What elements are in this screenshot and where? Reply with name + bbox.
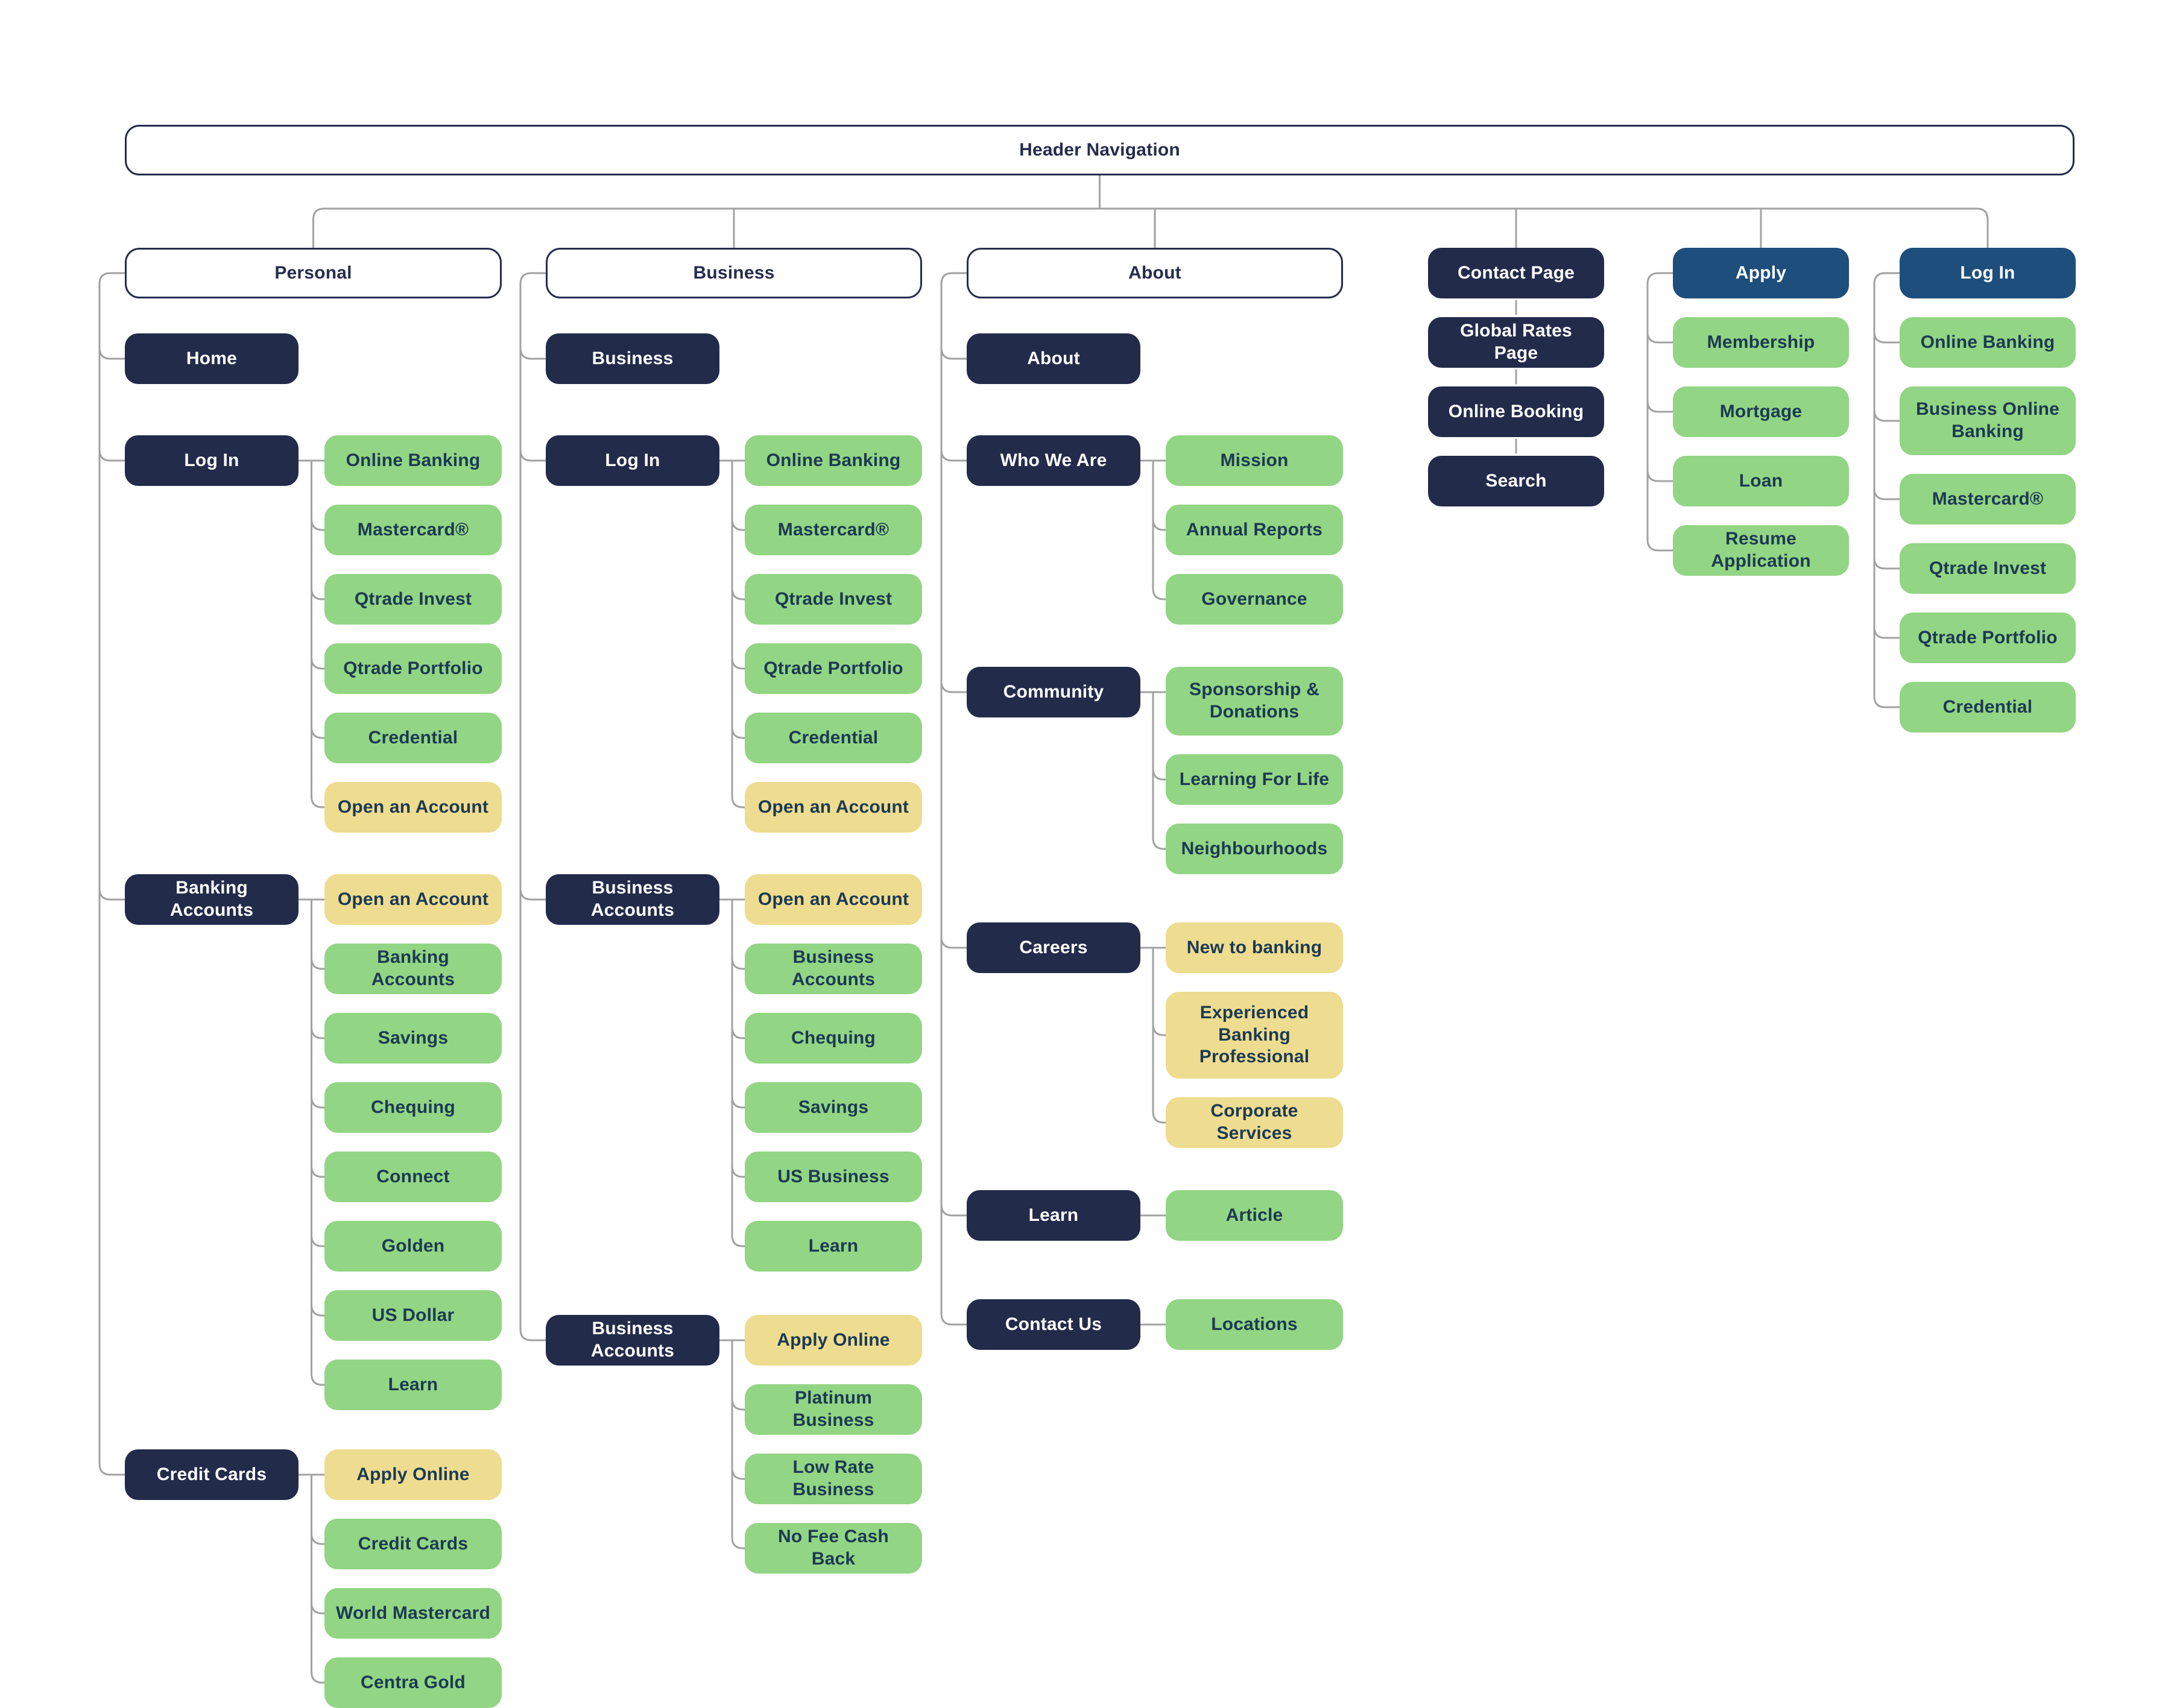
node-banking-accounts[interactable]: Banking Accounts (125, 874, 299, 925)
node-mastercard[interactable]: Mastercard® (324, 505, 502, 555)
node-mission[interactable]: Mission (1166, 435, 1343, 486)
node-who-we-are[interactable]: Who We Are (967, 435, 1140, 486)
node-qtrade-invest[interactable]: Qtrade Invest (1900, 543, 2076, 594)
node-banking-accounts[interactable]: Banking Accounts (324, 944, 502, 994)
node-qtrade-invest[interactable]: Qtrade Invest (324, 574, 502, 625)
node-world-mastercard[interactable]: World Mastercard (324, 1588, 502, 1639)
node-qtrade-portfolio[interactable]: Qtrade Portfolio (324, 643, 502, 694)
node-header-navigation[interactable]: Header Navigation (125, 125, 2075, 175)
node-golden[interactable]: Golden (324, 1221, 502, 1272)
node-new-to-banking[interactable]: New to banking (1166, 922, 1343, 973)
node-business[interactable]: Business (546, 333, 719, 384)
section-apply[interactable]: Apply (1673, 248, 1849, 298)
node-centra-gold[interactable]: Centra Gold (324, 1657, 502, 1708)
node-qtrade-portfolio[interactable]: Qtrade Portfolio (1900, 613, 2076, 663)
node-us-dollar[interactable]: US Dollar (324, 1290, 502, 1341)
node-savings[interactable]: Savings (745, 1082, 922, 1133)
node-credit-cards[interactable]: Credit Cards (324, 1519, 502, 1569)
node-online-banking[interactable]: Online Banking (1900, 317, 2076, 368)
node-membership[interactable]: Membership (1673, 317, 1849, 368)
node-qtrade-portfolio[interactable]: Qtrade Portfolio (745, 643, 922, 694)
node-log-in[interactable]: Log In (125, 435, 299, 486)
node-connect[interactable]: Connect (324, 1152, 502, 1202)
node-low-rate-business[interactable]: Low Rate Business (745, 1454, 922, 1504)
node-chequing[interactable]: Chequing (745, 1013, 922, 1064)
node-credential[interactable]: Credential (324, 713, 502, 763)
section-contact-page[interactable]: Contact Page (1428, 248, 1604, 298)
node-apply-online[interactable]: Apply Online (324, 1449, 502, 1500)
node-credential[interactable]: Credential (1900, 682, 2076, 733)
node-learn[interactable]: Learn (967, 1190, 1140, 1241)
node-careers[interactable]: Careers (967, 922, 1140, 973)
node-business-accounts[interactable]: Business Accounts (745, 944, 922, 994)
node-home[interactable]: Home (125, 333, 299, 384)
node-chequing[interactable]: Chequing (324, 1082, 502, 1133)
node-search[interactable]: Search (1428, 456, 1604, 506)
node-savings[interactable]: Savings (324, 1013, 502, 1064)
node-open-an-account[interactable]: Open an Account (745, 782, 922, 833)
node-learn[interactable]: Learn (745, 1221, 922, 1272)
node-article[interactable]: Article (1166, 1190, 1343, 1241)
node-governance[interactable]: Governance (1166, 574, 1343, 625)
node-annual-reports[interactable]: Annual Reports (1166, 505, 1343, 555)
section-about[interactable]: About (967, 248, 1343, 298)
node-resume-application[interactable]: Resume Application (1673, 525, 1849, 576)
node-qtrade-invest[interactable]: Qtrade Invest (745, 574, 922, 625)
node-open-an-account[interactable]: Open an Account (324, 782, 502, 833)
node-mastercard[interactable]: Mastercard® (1900, 474, 2076, 525)
node-mastercard[interactable]: Mastercard® (745, 505, 922, 555)
node-neighbourhoods[interactable]: Neighbourhoods (1166, 824, 1343, 874)
node-sponsorship-donations[interactable]: Sponsorship & Donations (1166, 667, 1343, 736)
node-loan[interactable]: Loan (1673, 456, 1849, 506)
section-log-in[interactable]: Log In (1900, 248, 2076, 298)
node-community[interactable]: Community (967, 667, 1140, 717)
node-business-accounts[interactable]: Business Accounts (546, 874, 719, 925)
node-credit-cards[interactable]: Credit Cards (125, 1449, 299, 1500)
section-business[interactable]: Business (546, 248, 922, 298)
node-open-an-account[interactable]: Open an Account (745, 874, 922, 925)
node-open-an-account[interactable]: Open an Account (324, 874, 502, 925)
node-global-rates-page[interactable]: Global Rates Page (1428, 317, 1604, 368)
node-apply-online[interactable]: Apply Online (745, 1315, 922, 1366)
node-no-fee-cash-back[interactable]: No Fee Cash Back (745, 1523, 922, 1574)
node-online-banking[interactable]: Online Banking (745, 435, 922, 486)
node-learn[interactable]: Learn (324, 1360, 502, 1410)
node-online-banking[interactable]: Online Banking (324, 435, 502, 486)
node-corporate-services[interactable]: Corporate Services (1166, 1097, 1343, 1148)
node-experienced-banking-professional[interactable]: Experienced Banking Professional (1166, 992, 1343, 1079)
node-us-business[interactable]: US Business (745, 1152, 922, 1202)
node-credential[interactable]: Credential (745, 713, 922, 763)
node-log-in[interactable]: Log In (546, 435, 719, 486)
node-platinum-business[interactable]: Platinum Business (745, 1384, 922, 1435)
section-personal[interactable]: Personal (125, 248, 502, 298)
node-online-booking[interactable]: Online Booking (1428, 386, 1604, 437)
node-business-online-banking[interactable]: Business Online Banking (1900, 386, 2076, 455)
node-business-accounts[interactable]: Business Accounts (546, 1315, 719, 1366)
node-learning-for-life[interactable]: Learning For Life (1166, 754, 1343, 805)
node-locations[interactable]: Locations (1166, 1299, 1343, 1350)
node-contact-us[interactable]: Contact Us (967, 1299, 1140, 1350)
node-about[interactable]: About (967, 333, 1140, 384)
node-mortgage[interactable]: Mortgage (1673, 386, 1849, 437)
